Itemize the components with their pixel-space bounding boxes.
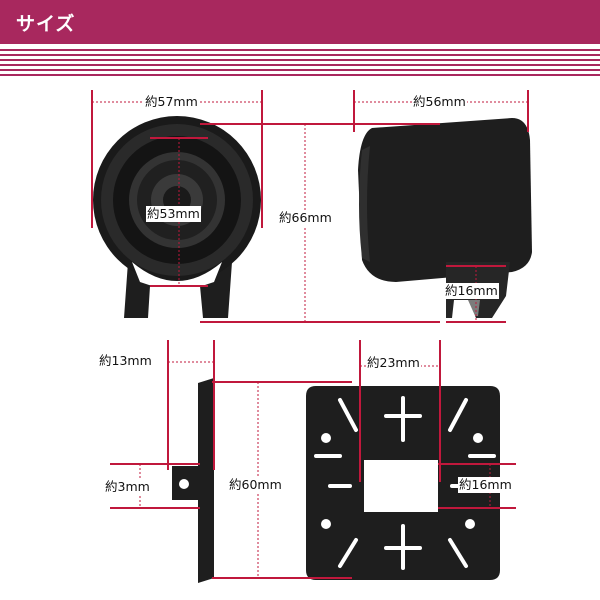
inner-diameter-label: 約53mm — [146, 206, 201, 222]
slot-length-label: 約23mm — [366, 355, 421, 371]
front-width-label: 約57mm — [144, 94, 199, 110]
mounting-plate-top — [306, 386, 500, 580]
total-height-label: 約66mm — [278, 210, 333, 226]
header-stripe-2 — [0, 54, 600, 56]
plate-height-label: 約60mm — [228, 477, 283, 493]
header-stripe-6 — [0, 74, 600, 76]
tab-width-top-label: 約16mm — [444, 283, 499, 299]
header-stripe-4 — [0, 64, 600, 66]
side-depth-label: 約56mm — [412, 94, 467, 110]
dimension-lines — [91, 90, 529, 579]
header-bar: サイズ — [0, 0, 600, 44]
header-stripe-3 — [0, 59, 600, 61]
tab-width-side-label: 約16mm — [458, 477, 513, 493]
header-stripe-5 — [0, 69, 600, 71]
header-stripe-1 — [0, 49, 600, 51]
page-title: サイズ — [16, 13, 76, 35]
side-view-pod — [358, 118, 532, 318]
plate-side-profile — [172, 378, 214, 583]
bracket-thickness-label: 約3mm — [104, 479, 151, 495]
plate-thickness-label: 約13mm — [98, 353, 153, 369]
